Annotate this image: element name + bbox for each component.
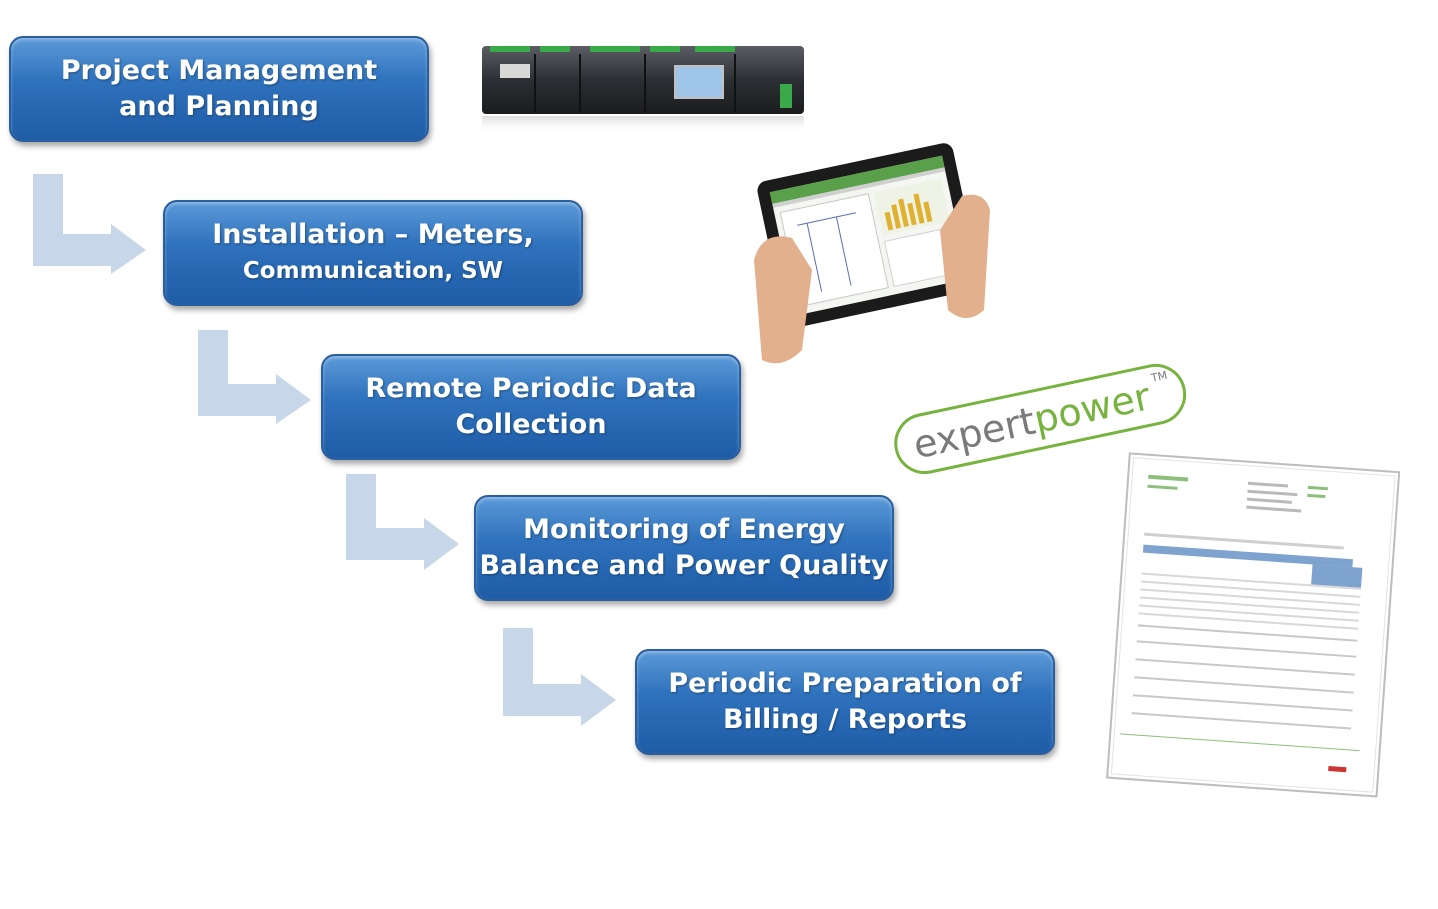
step-4-line-2: Balance and Power Quality — [479, 550, 889, 581]
bent-arrow-icon — [198, 330, 311, 424]
step-5-line-1: Periodic Preparation of — [668, 668, 1022, 699]
step-3-line-1: Remote Periodic Data — [365, 373, 697, 404]
step-installation: Installation – Meters, Communication, SW — [163, 200, 583, 306]
meter-hardware-image — [482, 46, 804, 134]
tablet-software-image — [754, 143, 990, 364]
bent-arrow-icon — [346, 474, 459, 570]
step-1-line-2: and Planning — [119, 91, 319, 122]
step-billing-reports: Periodic Preparation of Billing / Reports — [635, 649, 1055, 755]
logo-trademark: TM — [1149, 369, 1169, 385]
expertpower-logo: expertpower TM — [894, 363, 1187, 474]
bent-arrow-icon — [503, 628, 616, 726]
step-2-line-1: Installation – Meters, — [212, 219, 534, 250]
billing-report-image — [1106, 452, 1401, 798]
step-4-line-1: Monitoring of Energy — [523, 514, 845, 545]
bent-arrow-icon — [33, 174, 146, 274]
step-2-line-2: Communication, SW — [242, 258, 504, 284]
step-3-line-2: Collection — [455, 409, 607, 440]
step-project-management: Project Management and Planning — [9, 36, 429, 142]
step-1-line-1: Project Management — [60, 55, 378, 86]
step-5-line-2: Billing / Reports — [722, 704, 968, 735]
